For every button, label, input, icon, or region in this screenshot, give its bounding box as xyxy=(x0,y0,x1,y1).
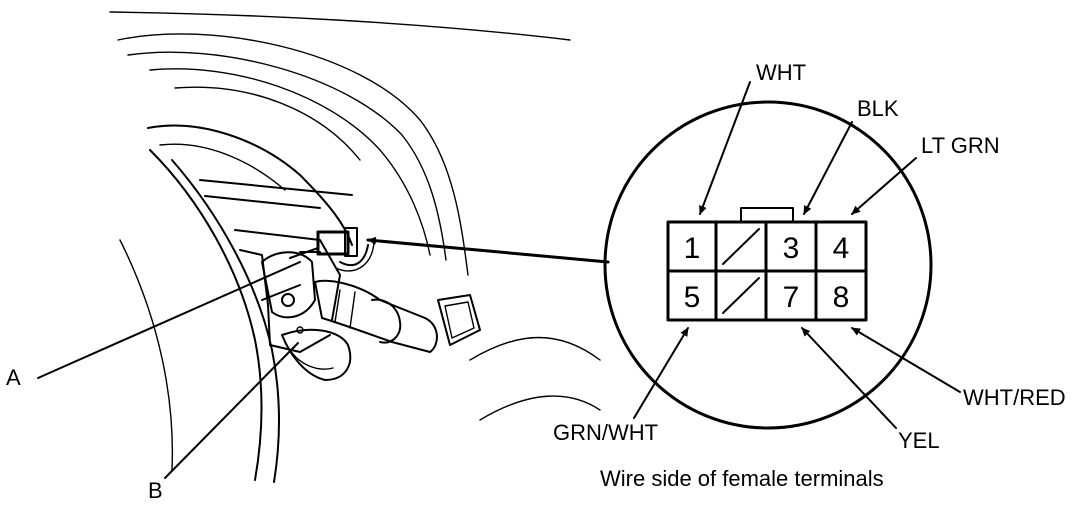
pin3-leader xyxy=(803,121,853,215)
wire-label-pin5: GRN/WHT xyxy=(553,420,658,445)
pin1-leader xyxy=(699,81,751,215)
wire-label-pin7: YEL xyxy=(898,428,940,453)
wire-label-pin3: BLK xyxy=(857,96,899,121)
detail-circle xyxy=(603,100,933,430)
pin-8: 8 xyxy=(833,281,850,314)
connector-caption: Wire side of female terminals xyxy=(600,466,884,491)
wire-label-pin1: WHT xyxy=(756,60,806,85)
pin-3: 3 xyxy=(783,232,800,265)
callout-a-leader xyxy=(37,261,301,379)
callout-b-label: B xyxy=(148,478,163,503)
pin7-leader xyxy=(801,327,897,429)
connector-lock-tab xyxy=(740,207,794,223)
pin5-leader xyxy=(633,327,689,419)
pin-4: 4 xyxy=(833,232,850,265)
callout-a-label: A xyxy=(6,365,21,390)
pin-7: 7 xyxy=(783,281,800,314)
pin4-leader xyxy=(851,157,917,215)
steering-column-illustration xyxy=(109,11,601,483)
connector-detail: 1 3 4 5 7 8 WHT BLK LT GRN GRN/WHT YEL W… xyxy=(553,60,1066,491)
pin-1: 1 xyxy=(684,232,701,265)
empty-cavity-2 xyxy=(722,228,760,265)
wire-label-pin8: WHT/RED xyxy=(963,385,1066,410)
detail-pointer-arrow xyxy=(366,236,610,264)
callout-b-leader xyxy=(164,342,299,479)
empty-cavity-6 xyxy=(722,277,760,314)
pin8-leader xyxy=(851,327,961,393)
wire-label-pin4: LT GRN xyxy=(921,133,1000,158)
pin-5: 5 xyxy=(684,281,701,314)
